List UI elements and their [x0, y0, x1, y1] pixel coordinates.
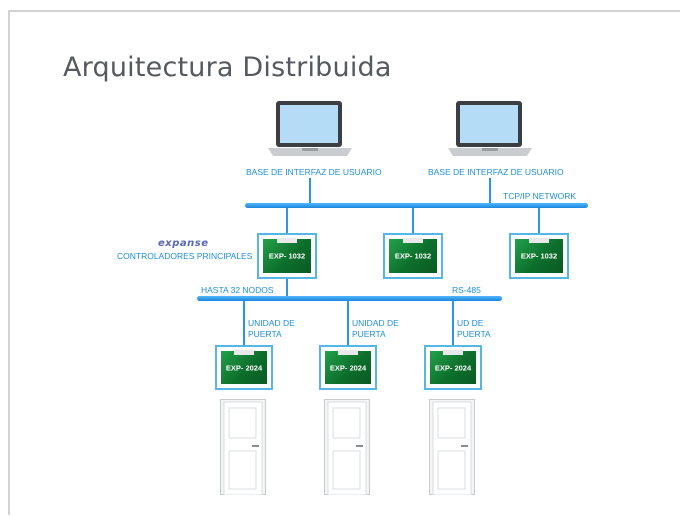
controller-link [286, 208, 288, 233]
door-unit-label: UD DE PUERTA [457, 318, 491, 340]
door-icon [220, 399, 266, 495]
rs485-nodes-label: HASTA 32 NODOS [201, 285, 274, 295]
door-unit-link [452, 301, 454, 345]
main-controller: EXP- 1032 [509, 233, 569, 279]
tcpip-bus [245, 203, 588, 208]
network-label: TCP/IP NETWORK [503, 191, 577, 201]
main-controllers-label: CONTROLADORES PRINCIPALES [117, 251, 253, 261]
door-icon [324, 399, 370, 495]
controller-link [538, 208, 540, 233]
door-unit-label-line2: PUERTA [248, 329, 282, 339]
door-unit-label-line1: UNIDAD DE [248, 318, 295, 328]
laptop-icon [448, 101, 532, 156]
door-unit-model: EXP- 2024 [329, 363, 367, 372]
main-controller: EXP- 1032 [383, 233, 443, 279]
door-unit-label-line1: UD DE [457, 318, 484, 328]
controller-model: EXP- 1032 [268, 251, 306, 261]
pcb-board-icon: EXP- 2024 [221, 351, 267, 384]
pcb-board-icon: EXP- 2024 [430, 351, 476, 384]
door-unit-link [243, 301, 245, 345]
workstation-label: BASE DE INTERFAZ DE USUARIO [246, 167, 382, 177]
rs485-label: RS-485 [452, 285, 481, 295]
controller-model: EXP- 1032 [394, 251, 432, 261]
controller-model: EXP- 1032 [520, 251, 558, 261]
page-title: Arquitectura Distribuida [63, 52, 392, 83]
door-unit-label-line2: PUERTA [457, 329, 491, 339]
pcb-board-icon: EXP- 1032 [263, 239, 311, 273]
door-icon [429, 399, 475, 495]
pcb-board-icon: EXP- 1032 [515, 239, 563, 273]
door-unit-label: UNIDAD DE PUERTA [248, 318, 295, 340]
door-unit-controller: EXP- 2024 [215, 345, 273, 390]
workstation-label: BASE DE INTERFAZ DE USUARIO [428, 167, 564, 177]
door-unit-controller: EXP- 2024 [319, 345, 377, 390]
door-unit-link [347, 301, 349, 345]
brand-logo: expanse [158, 238, 209, 249]
controller-link [412, 208, 414, 233]
door-unit-label-line2: PUERTA [352, 329, 386, 339]
door-unit-controller: EXP- 2024 [424, 345, 482, 390]
workstation-link [489, 178, 491, 203]
door-unit-model: EXP- 2024 [225, 363, 263, 372]
laptop-icon [268, 101, 352, 156]
rs485-uplink [286, 279, 288, 296]
door-unit-label: UNIDAD DE PUERTA [352, 318, 399, 340]
main-controller: EXP- 1032 [257, 233, 317, 279]
workstation-link [309, 178, 311, 203]
pcb-board-icon: EXP- 1032 [389, 239, 437, 273]
pcb-board-icon: EXP- 2024 [325, 351, 371, 384]
diagram-frame [8, 10, 680, 515]
rs485-bus [197, 296, 502, 301]
door-unit-model: EXP- 2024 [434, 363, 472, 372]
door-unit-label-line1: UNIDAD DE [352, 318, 399, 328]
